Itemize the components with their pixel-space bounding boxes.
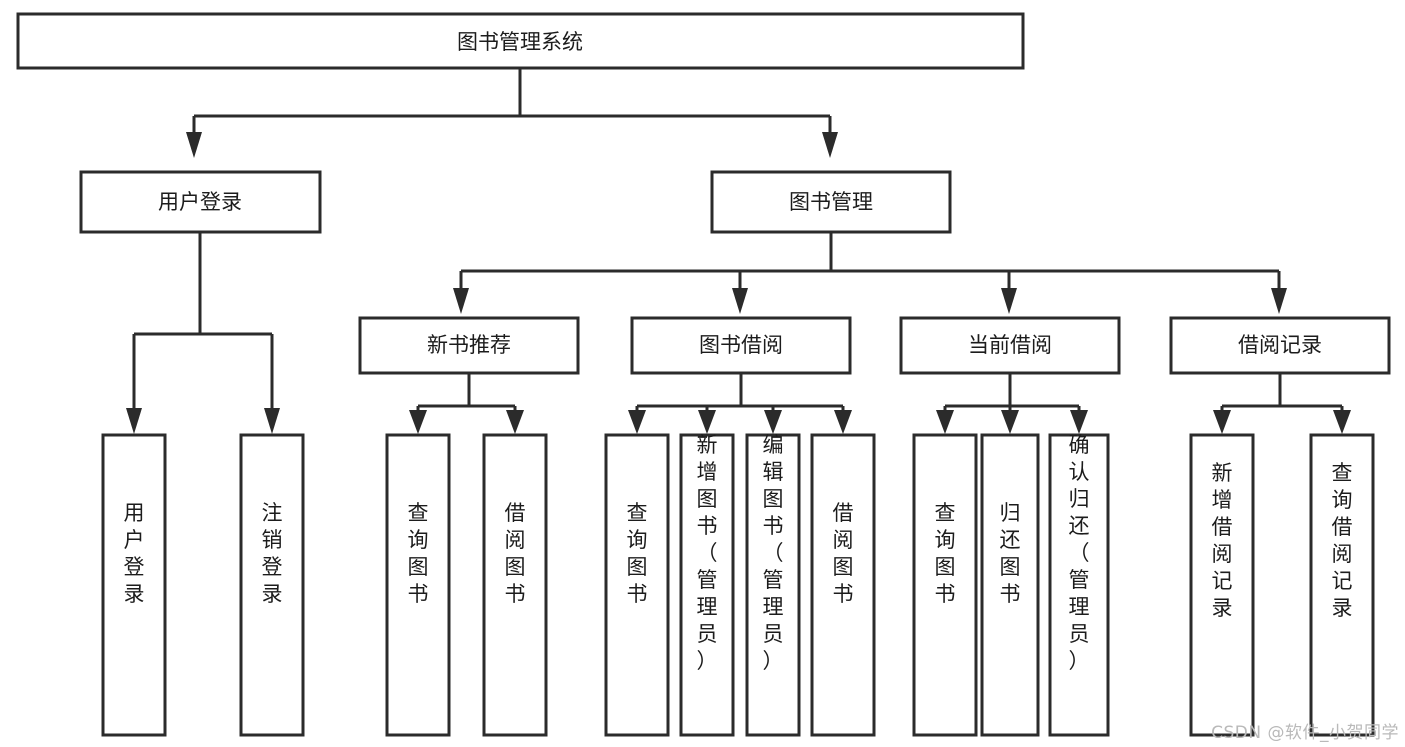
leaf-box [912,433,978,737]
new-book-recommend-label: 新书推荐 [427,333,511,357]
leaf-label-logout-login: 注销登录 [262,501,283,606]
leaf-label-return-book: 归还图书 [1000,501,1021,606]
leaf-label-query-record: 查询借阅记录 [1332,461,1353,620]
leaf-box [745,433,801,737]
leaf-add-book[interactable]: 新增图书（管理员） [679,433,735,737]
borrow-record-label: 借阅记录 [1238,333,1322,357]
user-login-box [79,170,322,234]
leaf-query-book-3[interactable]: 查询图书 [912,433,978,737]
leaf-label-borrow-book-2: 借阅图书 [833,501,854,606]
leaf-box [810,433,876,737]
leaf-label-query-book-2: 查询图书 [627,501,648,606]
connector-borrow-record-to-leaves [1213,373,1351,434]
leaf-box [385,433,451,737]
new-book-recommend-box [358,316,580,375]
connector-root-to-level1 [186,68,838,158]
leaf-label-query-book-3: 查询图书 [935,501,956,606]
leaf-label-edit-book: 编辑图书（管理员） [763,433,784,673]
connector-current-borrow-to-leaves [936,373,1088,434]
node-borrow-record[interactable]: 借阅记录 [1169,316,1391,375]
node-new-book-recommend[interactable]: 新书推荐 [358,316,580,375]
node-book-management[interactable]: 图书管理 [710,170,952,234]
leaf-box [679,433,735,737]
user-login-label: 用户登录 [158,190,242,214]
leaf-box [980,433,1040,737]
leaf-box [1189,433,1255,737]
book-borrow-label: 图书借阅 [699,333,783,357]
connector-new-book-recommend-to-leaves [409,373,524,434]
leaf-box [1048,433,1110,737]
root-label: 图书管理系统 [457,30,583,54]
current-borrow-box [899,316,1121,375]
leaf-box [239,433,305,737]
leaf-box [1309,433,1375,737]
leaf-borrow-book-2[interactable]: 借阅图书 [810,433,876,737]
leaf-label-add-book: 新增图书（管理员） [697,433,718,673]
leaf-logout-login[interactable]: 注销登录 [239,433,305,737]
leaf-add-record[interactable]: 新增借阅记录 [1189,433,1255,737]
leaf-query-record[interactable]: 查询借阅记录 [1309,433,1375,737]
connector-user-login-to-leaves [126,232,280,434]
leaf-confirm-return[interactable]: 确认归还（管理员） [1048,433,1110,737]
leaf-label-query-book-1: 查询图书 [408,501,429,606]
root-box [16,12,1025,70]
node-root[interactable]: 图书管理系统 [16,12,1025,70]
leaf-label-confirm-return: 确认归还（管理员） [1069,433,1090,673]
leaf-return-book[interactable]: 归还图书 [980,433,1040,737]
leaf-edit-book[interactable]: 编辑图书（管理员） [745,433,801,737]
leaf-borrow-book-1[interactable]: 借阅图书 [482,433,548,737]
leaf-box [604,433,670,737]
leaf-box [101,433,167,737]
connector-book-borrow-to-leaves [628,373,852,434]
leaf-query-book-1[interactable]: 查询图书 [385,433,451,737]
connector-book-management-to-level2 [453,232,1287,314]
leaf-box [482,433,548,737]
book-management-label: 图书管理 [789,190,873,214]
leaf-label-borrow-book-1: 借阅图书 [505,501,526,606]
node-user-login[interactable]: 用户登录 [79,170,322,234]
leaf-user-login[interactable]: 用户登录 [101,433,167,737]
leaf-label-add-record: 新增借阅记录 [1212,461,1233,620]
leaf-query-book-2[interactable]: 查询图书 [604,433,670,737]
current-borrow-label: 当前借阅 [968,333,1052,357]
leaf-label-user-login: 用户登录 [124,501,145,606]
node-current-borrow[interactable]: 当前借阅 [899,316,1121,375]
node-book-borrow[interactable]: 图书借阅 [630,316,852,375]
